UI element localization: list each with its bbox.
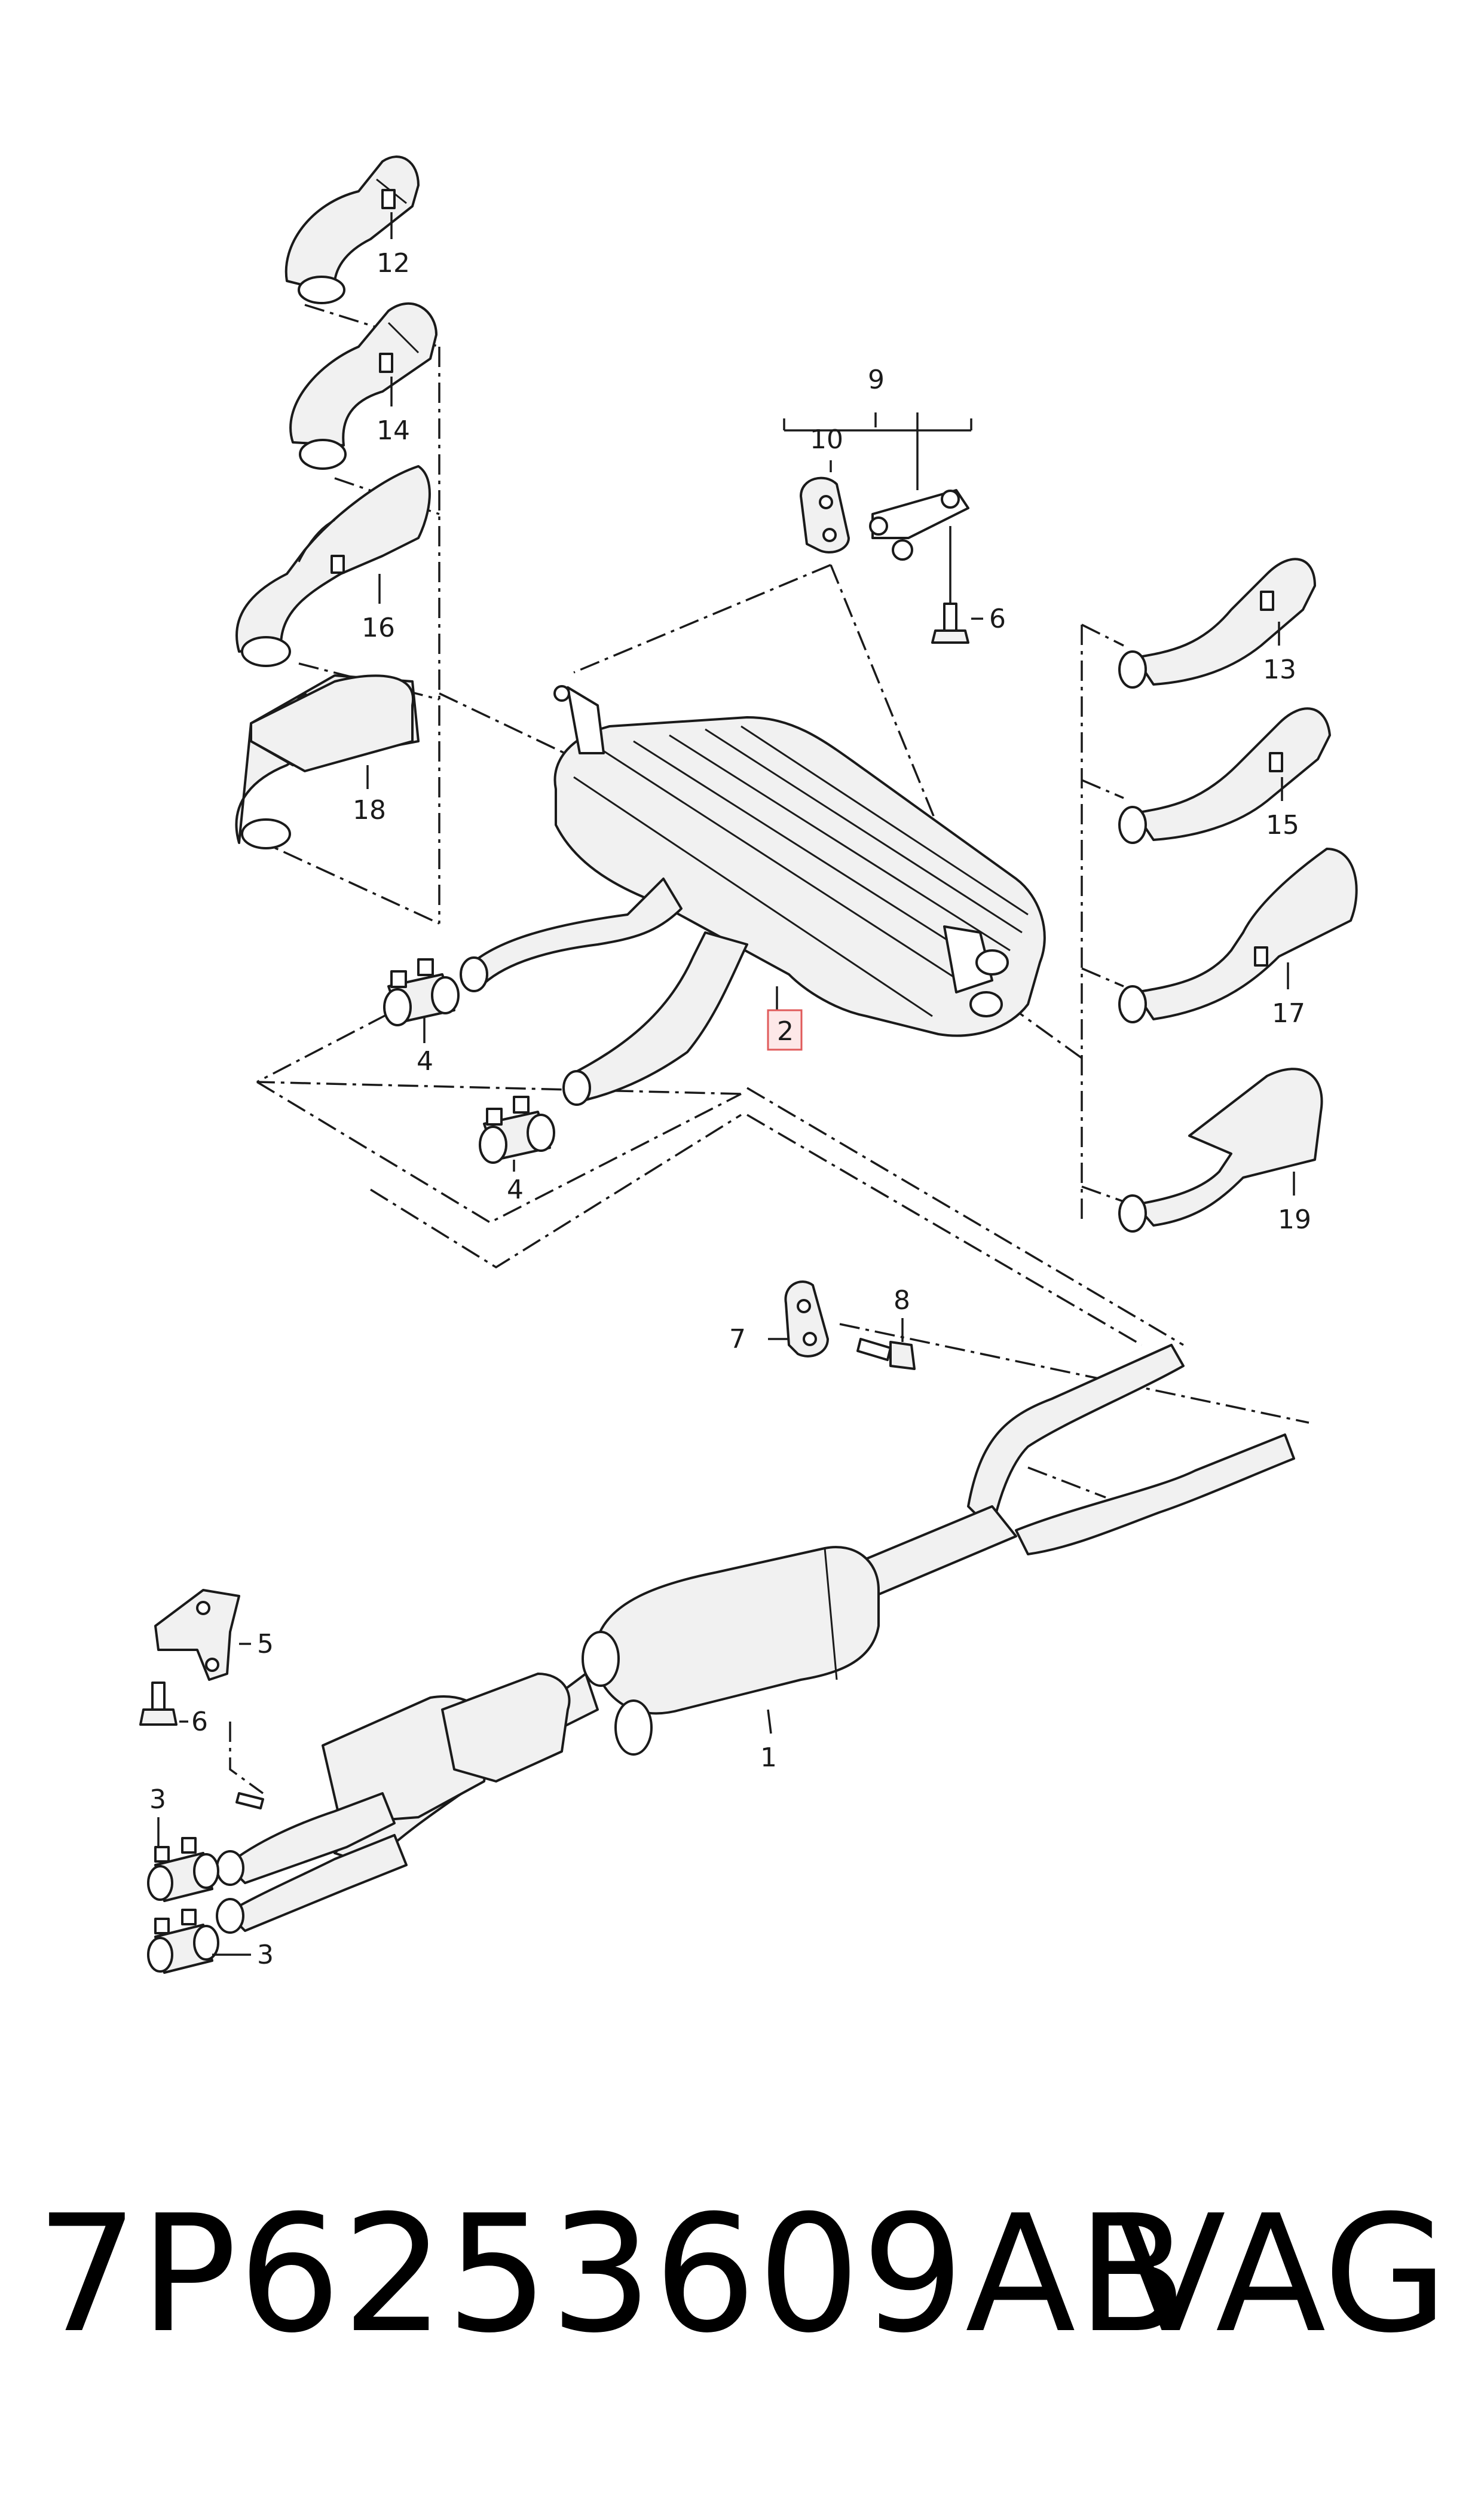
callout-14[interactable]: 14 xyxy=(377,415,410,446)
tailpipe-16[interactable] xyxy=(235,465,431,667)
leader-lines xyxy=(157,212,1295,1956)
tailpipe-18[interactable] xyxy=(235,674,420,849)
callout-6-upper[interactable]: 6 xyxy=(989,604,1006,634)
callout-8[interactable]: 8 xyxy=(894,1285,910,1316)
callout-9[interactable]: 9 xyxy=(868,365,885,395)
callout-12[interactable]: 12 xyxy=(377,248,410,279)
tailpipe-19[interactable] xyxy=(1118,1068,1323,1233)
callout-6-lower[interactable]: 6 xyxy=(191,1707,208,1737)
bracket-5[interactable] xyxy=(154,1589,240,1681)
callout-16[interactable]: 16 xyxy=(362,613,395,643)
tailpipe-14[interactable] xyxy=(289,302,437,470)
rubber-mount-7[interactable] xyxy=(784,1280,829,1358)
callout-labels: 12 14 16 18 4 4 2 9 10 6 13 15 17 19 7 8… xyxy=(149,248,1311,1970)
bolt-6-upper[interactable] xyxy=(931,603,969,644)
part-number: 7P6253609AB xyxy=(36,2180,1189,2368)
callout-4-lower[interactable]: 4 xyxy=(507,1175,524,1205)
footer: 7P6253609AB VAG xyxy=(0,2176,1484,2373)
bolt-6-lower[interactable] xyxy=(139,1682,178,1726)
callout-15[interactable]: 15 xyxy=(1266,810,1299,840)
brand-label: VAG xyxy=(1115,2180,1448,2368)
callout-10[interactable]: 10 xyxy=(810,424,843,455)
highlight-box-2 xyxy=(767,1009,803,1051)
callout-3-upper[interactable]: 3 xyxy=(149,1784,166,1815)
sensor-stud xyxy=(235,1792,264,1809)
callout-7[interactable]: 7 xyxy=(729,1324,746,1355)
front-exhaust-pipe-1[interactable] xyxy=(216,1344,1295,1934)
callout-17[interactable]: 17 xyxy=(1272,998,1305,1029)
tailpipe-17[interactable] xyxy=(1118,848,1358,1023)
clamp-4-lower[interactable] xyxy=(479,1096,555,1164)
callout-1[interactable]: 1 xyxy=(760,1742,777,1773)
rear-intake-pipes xyxy=(460,878,748,1106)
assembly-lines xyxy=(229,304,1309,1794)
rubber-mount-10[interactable] xyxy=(800,476,850,554)
callout-18[interactable]: 18 xyxy=(353,795,386,826)
hanger-bracket-9[interactable] xyxy=(869,489,969,561)
callout-3-lower[interactable]: 3 xyxy=(257,1940,274,1970)
callout-2[interactable]: 2 xyxy=(777,1016,794,1047)
callout-13[interactable]: 13 xyxy=(1263,655,1296,685)
rear-silencer-2[interactable] xyxy=(553,685,1046,1037)
callout-5[interactable]: 5 xyxy=(257,1629,274,1659)
clamp-4-upper[interactable] xyxy=(383,958,460,1026)
clamp-3-lower[interactable] xyxy=(147,1909,219,1974)
bolt-8[interactable] xyxy=(856,1338,916,1370)
tailpipe-15[interactable] xyxy=(1118,707,1331,844)
callout-4-upper[interactable]: 4 xyxy=(417,1046,433,1077)
clamp-3-upper[interactable] xyxy=(147,1837,219,1902)
tailpipe-13[interactable] xyxy=(1118,558,1316,689)
tailpipe-12[interactable] xyxy=(284,155,420,304)
callout-19[interactable]: 19 xyxy=(1278,1204,1311,1235)
